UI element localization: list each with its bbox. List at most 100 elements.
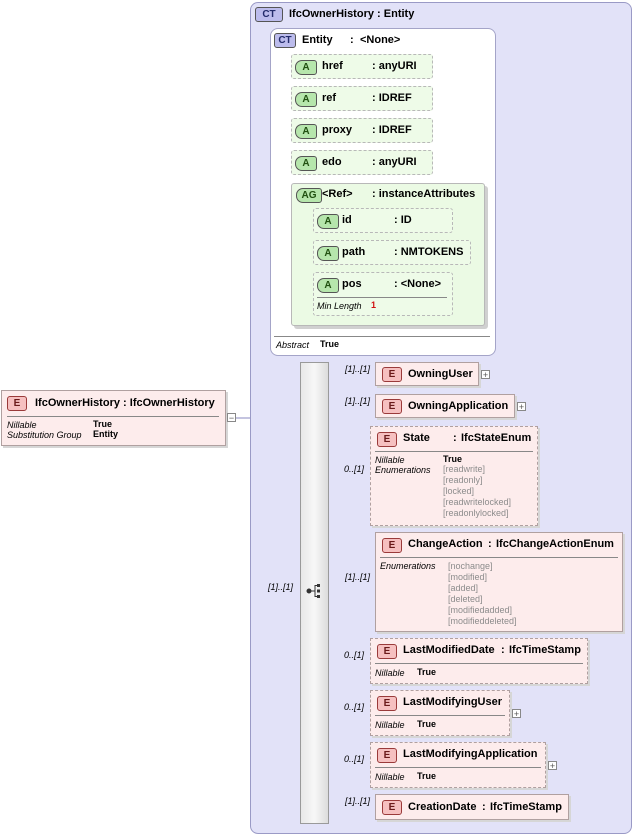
attribute-icon: A: [295, 156, 317, 171]
attribute-type: : IDREF: [372, 124, 412, 136]
element-owning-application[interactable]: E OwningApplication: [375, 394, 515, 418]
enum-value: [modified]: [448, 572, 488, 582]
sequence-icon: [306, 584, 320, 598]
element-state[interactable]: E State : IfcStateEnum Nillable True Enu…: [370, 426, 538, 526]
attribute-icon: A: [295, 124, 317, 139]
cardinality-label: 0..[1]: [344, 754, 365, 764]
nillable-value: True: [443, 454, 463, 464]
complex-type-name: IfcOwnerHistory: [289, 8, 374, 20]
element-last-modified-date[interactable]: E LastModifiedDate : IfcTimeStamp Nillab…: [370, 638, 588, 684]
attribute-icon: A: [295, 60, 317, 75]
nillable-value: True: [417, 667, 437, 677]
element-divider: [375, 767, 541, 768]
sequence-cardinality: [1]..[1]: [268, 582, 294, 592]
attribute-type: : NMTOKENS: [394, 246, 464, 258]
nillable-label: Nillable: [375, 720, 405, 730]
element-last-modifying-application[interactable]: E LastModifyingApplication Nillable True: [370, 742, 546, 788]
attribute-name: pos: [342, 278, 362, 290]
complex-type-base: Entity: [383, 8, 415, 20]
cardinality-label: 0..[1]: [344, 702, 365, 712]
cardinality-label: 0..[1]: [344, 464, 365, 474]
attribute-id[interactable]: A id : ID: [313, 208, 453, 233]
attribute-type: : <None>: [394, 278, 442, 290]
entity-type-base: <None>: [360, 34, 401, 46]
element-divider: [375, 663, 583, 664]
cardinality-label: 0..[1]: [344, 650, 365, 660]
enum-value: [locked]: [443, 486, 475, 496]
element-divider: [375, 715, 505, 716]
enum-value: [readonlylocked]: [443, 508, 509, 518]
complex-type-icon: CT: [255, 7, 283, 22]
complex-type-sep: :: [377, 8, 381, 20]
element-name: OwningApplication: [408, 400, 509, 412]
cardinality-label: [1]..[1]: [345, 796, 371, 806]
root-element-divider: [7, 416, 219, 417]
nillable-label: Nillable: [375, 772, 405, 782]
expand-toggle-icon[interactable]: +: [512, 709, 521, 719]
enum-value: [modifiedadded]: [448, 605, 513, 615]
attribute-icon: A: [295, 92, 317, 107]
entity-type-sep: :: [350, 34, 354, 46]
enum-value: [modifieddeleted]: [448, 616, 517, 626]
attribute-group-icon: AG: [296, 188, 322, 203]
element-sep: :: [501, 644, 505, 656]
element-divider: [380, 557, 618, 558]
attribute-type: : anyURI: [372, 60, 417, 72]
attribute-name: href: [322, 60, 343, 72]
element-change-action[interactable]: E ChangeAction : IfcChangeActionEnum Enu…: [375, 532, 623, 632]
attribute-divider: [317, 297, 447, 298]
element-last-modifying-user[interactable]: E LastModifyingUser Nillable True: [370, 690, 510, 736]
attribute-edo[interactable]: A edo : anyURI: [291, 150, 433, 175]
complex-type-icon: CT: [274, 33, 296, 48]
nillable-value: True: [417, 771, 437, 781]
element-icon: E: [382, 399, 402, 414]
root-element-name: IfcOwnerHistory: [35, 397, 120, 409]
enumeration-list: [readwrite] [readonly] [locked] [readwri…: [443, 464, 511, 519]
element-type: IfcChangeActionEnum: [496, 538, 614, 550]
attribute-name: proxy: [322, 124, 352, 136]
root-element-badge-wrap: E: [7, 396, 27, 411]
nillable-label: Nillable: [375, 668, 405, 678]
element-icon: E: [382, 367, 402, 382]
cardinality-label: [1]..[1]: [345, 572, 371, 582]
element-name: CreationDate: [408, 801, 477, 813]
element-icon: E: [377, 644, 397, 659]
attribute-name: path: [342, 246, 366, 258]
enumerations-label: Enumerations: [375, 465, 431, 475]
root-element-title: IfcOwnerHistory : IfcOwnerHistory: [35, 397, 215, 409]
attribute-type: : anyURI: [372, 156, 417, 168]
attribute-proxy[interactable]: A proxy : IDREF: [291, 118, 433, 143]
attribute-pos[interactable]: A pos : <None> Min Length 1: [313, 272, 453, 316]
attribute-name: id: [342, 214, 352, 226]
expand-toggle-icon[interactable]: +: [481, 370, 490, 380]
complex-type-badge-wrap: CT: [255, 7, 283, 22]
element-sep: :: [488, 538, 492, 550]
element-name: LastModifyingUser: [403, 696, 503, 708]
attribute-ref[interactable]: A ref : IDREF: [291, 86, 433, 111]
element-type: IfcStateEnum: [461, 432, 532, 444]
attribute-path[interactable]: A path : NMTOKENS: [313, 240, 471, 265]
entity-abstract-value: True: [320, 339, 340, 349]
entity-abstract-label: Abstract: [276, 340, 310, 350]
expand-toggle-icon[interactable]: +: [548, 761, 557, 771]
element-sep: :: [482, 801, 486, 813]
element-name: LastModifiedDate: [403, 644, 495, 656]
attribute-type: : ID: [394, 214, 412, 226]
collapse-toggle-icon[interactable]: −: [227, 413, 236, 423]
element-creation-date[interactable]: E CreationDate : IfcTimeStamp: [375, 794, 569, 820]
entity-type-badge-wrap: CT: [274, 33, 296, 48]
expand-toggle-icon[interactable]: +: [517, 402, 526, 412]
element-icon: E: [377, 748, 397, 763]
cardinality-label: [1]..[1]: [345, 364, 371, 374]
root-prop-label-1: Substitution Group: [7, 430, 82, 440]
root-prop-value-1: Entity: [93, 429, 119, 439]
element-icon: E: [382, 538, 402, 553]
attribute-icon: A: [317, 214, 339, 229]
root-element-type: IfcOwnerHistory: [129, 397, 215, 409]
nillable-label: Nillable: [375, 455, 405, 465]
root-element-box[interactable]: E IfcOwnerHistory : IfcOwnerHistory Nill…: [1, 390, 226, 446]
attribute-href[interactable]: A href : anyURI: [291, 54, 433, 79]
element-icon: E: [377, 432, 397, 447]
element-owning-user[interactable]: E OwningUser: [375, 362, 479, 386]
facet-value: 1: [371, 300, 377, 310]
